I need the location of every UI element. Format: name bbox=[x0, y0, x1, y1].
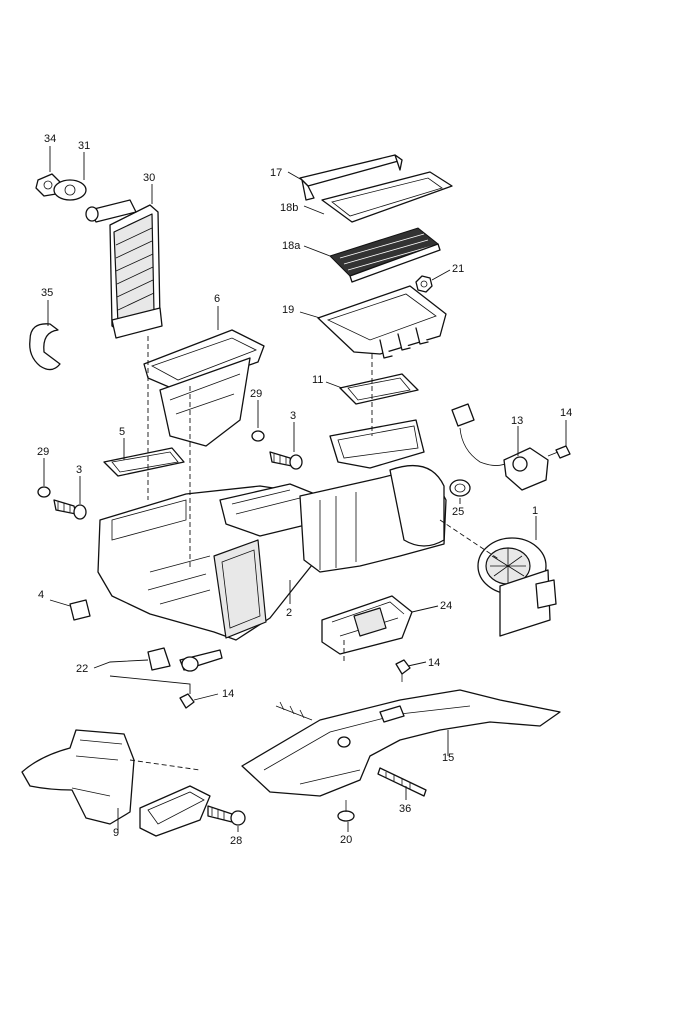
callout-15: 15 bbox=[442, 752, 454, 764]
part-36-cable-tie bbox=[377, 767, 427, 797]
part-1-blower-motor bbox=[477, 537, 557, 637]
part-5-seal bbox=[103, 447, 185, 477]
part-15-floor-duct bbox=[241, 689, 561, 797]
part-3a-screw bbox=[269, 451, 303, 470]
callout-11: 11 bbox=[312, 374, 323, 386]
callout-19: 19 bbox=[282, 304, 294, 316]
callout-3b: 3 bbox=[76, 464, 82, 476]
part-29a-nut bbox=[251, 430, 265, 442]
part-13-resistor bbox=[451, 403, 549, 491]
callout-4: 4 bbox=[38, 589, 44, 601]
part-25-grommet bbox=[449, 479, 471, 497]
callout-6: 6 bbox=[214, 293, 220, 305]
callout-14a: 14 bbox=[560, 407, 572, 419]
callout-29b: 29 bbox=[37, 446, 49, 458]
part-6-duct-body bbox=[159, 357, 251, 447]
callout-17: 17 bbox=[270, 167, 282, 179]
callout-2: 2 bbox=[286, 607, 292, 619]
part-14a-screw bbox=[547, 445, 571, 459]
callout-31: 31 bbox=[78, 140, 90, 152]
part-28-screw bbox=[207, 805, 246, 826]
part-18a-filter-element bbox=[329, 227, 441, 283]
part-19-filter-housing bbox=[317, 285, 447, 359]
callout-1: 1 bbox=[532, 505, 538, 517]
callout-13: 13 bbox=[511, 415, 523, 427]
part-2-main-housing bbox=[97, 483, 333, 641]
callout-14b: 14 bbox=[428, 657, 440, 669]
leader-lines bbox=[43, 146, 567, 832]
part-14c-screw bbox=[179, 693, 195, 709]
part-9-rear-duct bbox=[21, 729, 211, 837]
callout-21: 21 bbox=[452, 263, 464, 275]
callout-34: 34 bbox=[44, 133, 56, 145]
callout-28: 28 bbox=[230, 835, 242, 847]
part-22-linkage bbox=[147, 647, 223, 672]
part-31-flange bbox=[53, 179, 87, 201]
callout-18b: 18b bbox=[280, 202, 298, 214]
part-18b-filter-frame bbox=[321, 171, 453, 223]
part-4-tab bbox=[69, 599, 91, 621]
part-3b-screw bbox=[53, 499, 87, 520]
callout-24: 24 bbox=[440, 600, 452, 612]
part-24-actuator bbox=[321, 595, 413, 655]
part-11-gasket bbox=[339, 373, 419, 405]
alignment-lines bbox=[129, 336, 501, 771]
callout-18a: 18a bbox=[282, 240, 301, 252]
callout-29a: 29 bbox=[250, 388, 262, 400]
callout-14c: 14 bbox=[222, 688, 234, 700]
callout-25: 25 bbox=[452, 506, 464, 518]
callout-22: 22 bbox=[76, 663, 88, 675]
part-14b-screw bbox=[395, 659, 411, 682]
callout-5: 5 bbox=[119, 426, 125, 438]
part-20-clip bbox=[337, 800, 355, 822]
callout-3a: 3 bbox=[290, 410, 296, 422]
part-17-cover-strip bbox=[299, 154, 403, 201]
callout-labels: 34 31 30 35 17 18b 18a 21 6 19 11 29 3 1… bbox=[37, 133, 572, 847]
part-2-blower-housing bbox=[299, 419, 447, 573]
part-30-heater-core bbox=[85, 199, 163, 339]
callout-35: 35 bbox=[41, 287, 53, 299]
callout-36: 36 bbox=[399, 803, 411, 815]
part-35-clip bbox=[29, 323, 61, 371]
callout-20: 20 bbox=[340, 834, 352, 846]
part-21-nut bbox=[415, 275, 433, 293]
part-29b-nut bbox=[37, 486, 51, 498]
callout-30: 30 bbox=[143, 172, 155, 184]
callout-9: 9 bbox=[113, 827, 119, 839]
